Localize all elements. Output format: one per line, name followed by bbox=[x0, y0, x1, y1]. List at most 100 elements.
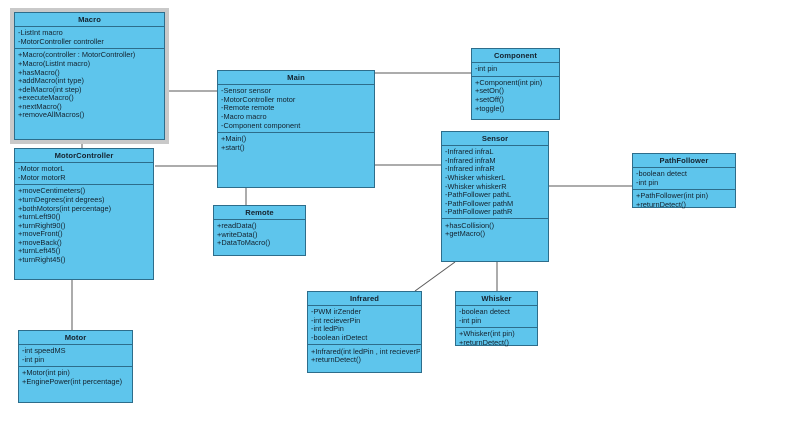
class-method: +Main() bbox=[221, 134, 247, 144]
class-attributes-main: -Sensor sensor -MotorController motor -R… bbox=[218, 85, 374, 133]
class-attribute: -int pin bbox=[459, 316, 482, 325]
class-method: +returnDetect() bbox=[636, 200, 686, 209]
class-method: +hasCollision() bbox=[445, 221, 495, 230]
class-attributes-motorcontroller: -Motor motorL -Motor motorR bbox=[15, 163, 153, 186]
class-methods-pathfollower: +PathFollower(int pin) +returnDetect() bbox=[633, 190, 735, 211]
class-box-pathfollower[interactable]: PathFollower -boolean detect -int pin +P… bbox=[632, 153, 736, 208]
class-attribute: -PathFollower pathM bbox=[445, 199, 514, 208]
class-attributes-whisker: -boolean detect -int pin bbox=[456, 306, 537, 329]
class-attribute: -boolean irDetect bbox=[311, 333, 368, 342]
class-method: +turnLeft45() bbox=[18, 246, 61, 256]
class-attribute: -int recieverPin bbox=[311, 316, 361, 325]
class-method: +turnLeft90() bbox=[18, 212, 61, 222]
class-attribute: -Infrared infraL bbox=[445, 147, 494, 157]
class-method: +start() bbox=[221, 143, 245, 152]
class-box-main[interactable]: Main -Sensor sensor -MotorController mot… bbox=[217, 70, 375, 188]
class-method: +Macro(ListInt macro) bbox=[18, 59, 91, 68]
class-method: +writeData() bbox=[217, 230, 258, 239]
class-method: +Macro(controller : MotorController) bbox=[18, 51, 136, 60]
class-method: +returnDetect() bbox=[311, 355, 361, 365]
class-title-motor: Motor bbox=[19, 331, 132, 345]
class-title-pathfollower: PathFollower bbox=[633, 154, 735, 168]
class-attribute: -MotorController motor bbox=[221, 95, 296, 104]
class-methods-whisker: +Whisker(int pin) +returnDetect() bbox=[456, 328, 537, 349]
class-method: +readData() bbox=[217, 221, 257, 231]
class-box-motor[interactable]: Motor -int speedMS -int pin +Motor(int p… bbox=[18, 330, 133, 403]
class-attribute: -PathFollower pathL bbox=[445, 190, 512, 200]
class-attribute: -MotorController controller bbox=[18, 37, 104, 46]
class-attribute: -Remote remote bbox=[221, 104, 275, 113]
class-method: +PathFollower(int pin) bbox=[636, 192, 709, 201]
class-attributes-motor: -int speedMS -int pin bbox=[19, 345, 132, 368]
class-title-macro: Macro bbox=[15, 13, 164, 27]
class-methods-remote: +readData() +writeData() +DataToMacro() bbox=[214, 220, 305, 250]
class-methods-motorcontroller: +moveCentimeters() +turnDegrees(int degr… bbox=[15, 185, 153, 266]
class-attribute: -Sensor sensor bbox=[221, 86, 272, 96]
class-box-remote[interactable]: Remote +readData() +writeData() +DataToM… bbox=[213, 205, 306, 256]
class-method: +bothMotors(int percentage) bbox=[18, 204, 112, 213]
class-attribute: -Whisker whiskerL bbox=[445, 173, 506, 182]
class-title-main: Main bbox=[218, 71, 374, 85]
class-method: +turnDegrees(int degrees) bbox=[18, 195, 105, 204]
class-attribute: -Infrared infraM bbox=[445, 156, 496, 165]
class-title-component: Component bbox=[472, 49, 559, 63]
class-attributes-infrared: -PWM irZender -int recieverPin -int ledP… bbox=[308, 306, 421, 346]
class-attribute: -int speedMS bbox=[22, 346, 66, 356]
class-box-infrared[interactable]: Infrared -PWM irZender -int recieverPin … bbox=[307, 291, 422, 373]
class-method: +delMacro(int step) bbox=[18, 85, 82, 94]
class-box-sensor[interactable]: Sensor -Infrared infraL -Infrared infraM… bbox=[441, 131, 549, 262]
class-attribute: -Macro macro bbox=[221, 112, 267, 121]
class-methods-component: +Component(int pin) +setOn() +setOff() +… bbox=[472, 77, 559, 115]
class-method: +Component(int pin) bbox=[475, 78, 543, 87]
class-method: +moveBack() bbox=[18, 238, 62, 247]
class-title-motorcontroller: MotorController bbox=[15, 149, 153, 163]
class-attributes-sensor: -Infrared infraL -Infrared infraM -Infra… bbox=[442, 146, 548, 220]
class-method: +EnginePower(int percentage) bbox=[22, 377, 123, 386]
class-method: +addMacro(int type) bbox=[18, 76, 84, 86]
class-methods-main: +Main() +start() bbox=[218, 133, 374, 193]
class-box-component[interactable]: Component -int pin +Component(int pin) +… bbox=[471, 48, 560, 120]
class-title-infrared: Infrared bbox=[308, 292, 421, 306]
class-title-whisker: Whisker bbox=[456, 292, 537, 306]
class-attribute: -ListInt macro bbox=[18, 28, 63, 38]
class-attribute: -int pin bbox=[475, 64, 498, 74]
class-method: +hasMacro() bbox=[18, 68, 60, 77]
class-attribute: -Infrared infraR bbox=[445, 165, 495, 174]
class-attribute: -PathFollower pathR bbox=[445, 207, 513, 217]
class-method: +DataToMacro() bbox=[217, 239, 271, 248]
class-box-motorcontroller[interactable]: MotorController -Motor motorL -Motor mot… bbox=[14, 148, 154, 280]
class-attribute: -boolean detect bbox=[636, 169, 687, 179]
class-method: +getMacro() bbox=[445, 229, 486, 239]
class-attribute: -int pin bbox=[22, 355, 45, 364]
class-attribute: -int pin bbox=[636, 178, 659, 187]
class-attribute: -int ledPin bbox=[311, 325, 344, 334]
class-attribute: -Motor motorL bbox=[18, 164, 65, 174]
class-methods-macro: +Macro(controller : MotorController) +Ma… bbox=[15, 49, 164, 121]
class-method: +moveFront() bbox=[18, 229, 63, 239]
class-attribute: -Motor motorR bbox=[18, 173, 66, 182]
class-methods-sensor: +hasCollision() +getMacro() bbox=[442, 219, 548, 240]
class-box-whisker[interactable]: Whisker -boolean detect -int pin +Whiske… bbox=[455, 291, 538, 346]
class-attributes-component: -int pin bbox=[472, 63, 559, 77]
class-method: +returnDetect() bbox=[459, 338, 509, 347]
association-motorcontroller-main bbox=[155, 165, 217, 167]
class-method: +setOn() bbox=[475, 87, 504, 96]
class-method: +moveCentimeters() bbox=[18, 187, 86, 196]
class-method: +toggle() bbox=[475, 104, 505, 113]
class-attribute: -Component component bbox=[221, 121, 301, 130]
class-method: +Whisker(int pin) bbox=[459, 330, 515, 339]
class-method: +executeMacro() bbox=[18, 93, 74, 103]
class-attribute: -boolean detect bbox=[459, 307, 510, 317]
class-method: +Infrared(int ledPin , int recieverPin) bbox=[311, 347, 420, 356]
class-title-sensor: Sensor bbox=[442, 132, 548, 146]
class-box-macro[interactable]: Macro -ListInt macro -MotorController co… bbox=[10, 8, 169, 144]
class-attributes-pathfollower: -boolean detect -int pin bbox=[633, 168, 735, 191]
class-method: +turnRight45() bbox=[18, 255, 66, 264]
class-methods-infrared: +Infrared(int ledPin , int recieverPin) … bbox=[308, 345, 421, 366]
class-method: +setOff() bbox=[475, 95, 504, 104]
class-methods-motor: +Motor(int pin) +EnginePower(int percent… bbox=[19, 367, 132, 388]
class-title-remote: Remote bbox=[214, 206, 305, 220]
class-method: +Motor(int pin) bbox=[22, 369, 70, 378]
class-method: +removeAllMacros() bbox=[18, 110, 85, 120]
